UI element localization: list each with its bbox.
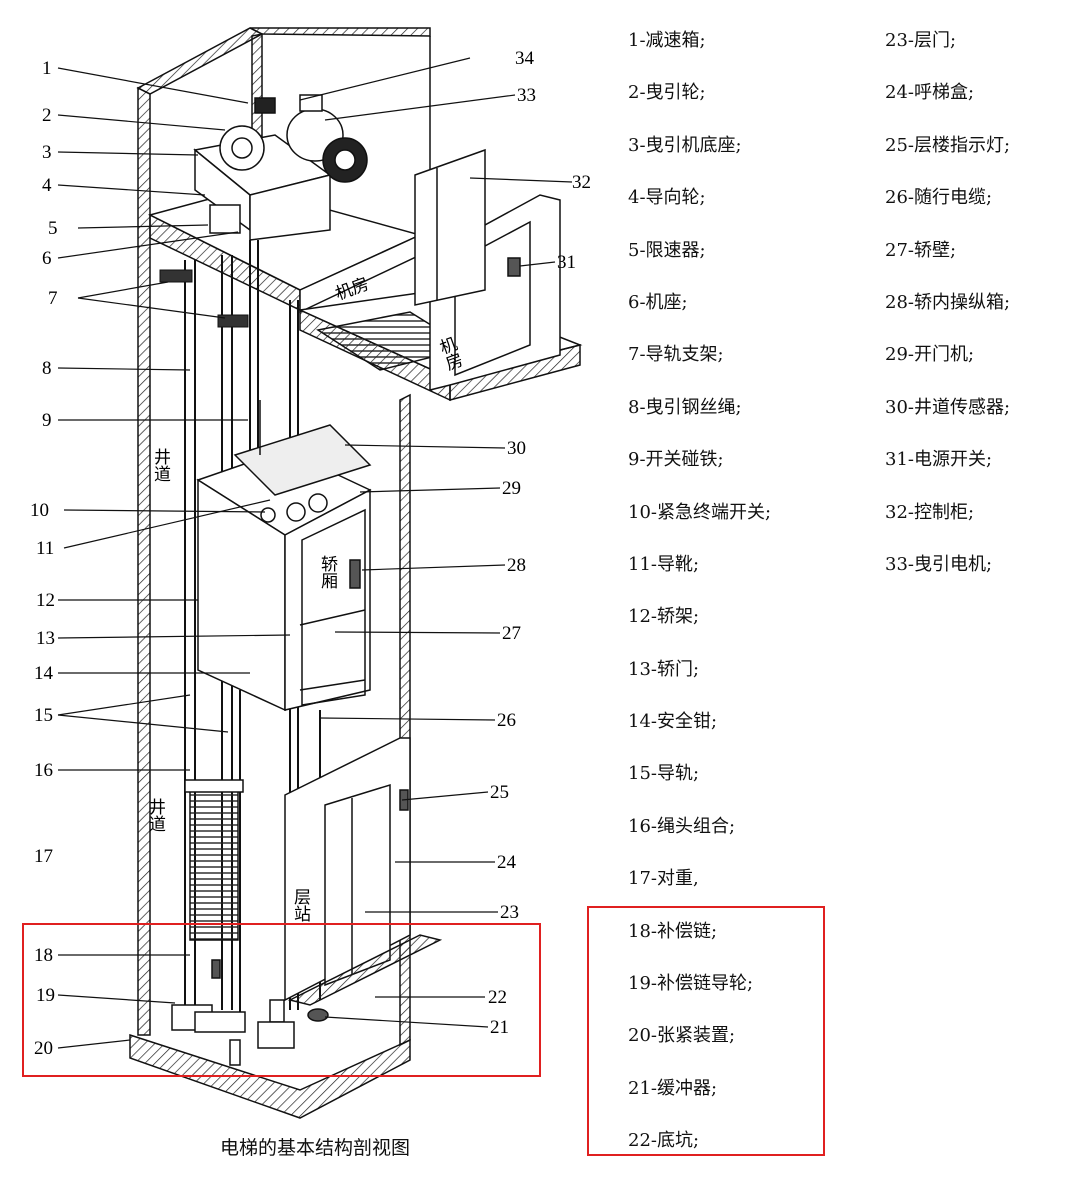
legend-item: 31-电源开关; [885, 449, 993, 471]
callout-29: 29 [502, 478, 521, 499]
callout-2: 2 [42, 105, 52, 126]
legend-item: 30-井道传感器; [885, 396, 1011, 418]
callout-17: 17 [34, 846, 53, 867]
legend-item: 26-随行电缆; [885, 187, 993, 209]
callout-22: 22 [488, 987, 507, 1008]
legend-item: 27-轿壁; [885, 239, 957, 261]
legend-item: 16-绳头组合; [628, 815, 736, 837]
legend-item: 17-对重, [628, 868, 699, 890]
legend-item: 9-开关碰铁; [628, 449, 724, 471]
label-shaft-lower: 井道 [145, 798, 166, 832]
landing-door [284, 737, 443, 1006]
pit-equipment [171, 959, 329, 1066]
legend-item: 1-减速箱; [628, 30, 706, 51]
callout-19: 19 [36, 985, 55, 1006]
callout-7: 7 [48, 288, 58, 309]
callout-28: 28 [507, 555, 526, 576]
callout-32: 32 [572, 172, 591, 193]
callout-14: 14 [34, 663, 54, 684]
legend-item: 5-限速器; [628, 239, 706, 261]
callout-16: 16 [34, 760, 53, 781]
legend-item: 14-安全钳; [628, 711, 718, 733]
callout-25: 25 [490, 782, 509, 803]
legend-item: 7-导轨支架; [628, 344, 724, 366]
callout-20: 20 [34, 1038, 53, 1059]
legend-item: 18-补偿链; [628, 920, 718, 942]
legend-item: 21-缓冲器; [628, 1077, 718, 1099]
diagram-caption: 电梯的基本结构剖视图 [219, 1137, 410, 1159]
callout-27: 27 [502, 623, 521, 644]
legend-item: 11-导靴; [628, 553, 700, 575]
label-car: 轿厢 [317, 555, 338, 589]
legend-item: 32-控制柜; [885, 501, 975, 523]
callout-30: 30 [507, 438, 526, 459]
label-landing: 层站 [290, 888, 311, 922]
callout-12: 12 [36, 590, 55, 611]
callout-1: 1 [42, 58, 52, 79]
legend-item: 6-机座; [628, 291, 688, 313]
callout-5: 5 [48, 218, 58, 239]
callout-15: 15 [34, 705, 53, 726]
elevator-cutaway-diagram: 机房 机房 井道 井道 轿厢 层站 [30, 27, 591, 1119]
callout-9: 9 [42, 410, 52, 431]
legend-item: 25-层楼指示灯; [885, 134, 1011, 156]
callout-31: 31 [557, 252, 576, 273]
callout-21: 21 [490, 1017, 509, 1038]
legend-item: 2-曳引轮; [628, 82, 706, 104]
legend-item: 8-曳引钢丝绳; [628, 396, 742, 418]
label-shaft-upper: 井道 [150, 448, 171, 482]
callout-13: 13 [36, 628, 55, 649]
leader-lines [57, 57, 573, 1049]
callout-10: 10 [30, 500, 49, 521]
legend-item: 24-呼梯盒; [885, 82, 975, 104]
legend-item: 23-层门; [885, 30, 957, 51]
legend-column-2: 23-层门; 24-呼梯盒; 25-层楼指示灯; 26-随行电缆; 27-轿壁;… [885, 28, 1010, 604]
callout-6: 6 [42, 248, 52, 269]
callout-18: 18 [34, 945, 53, 966]
legend-item: 22-底坑; [628, 1130, 700, 1152]
callout-4: 4 [42, 175, 52, 196]
legend-item: 12-轿架; [628, 606, 700, 628]
callout-33: 33 [517, 85, 536, 106]
callout-3: 3 [42, 142, 52, 163]
traction-machine [193, 94, 368, 241]
callout-24: 24 [497, 852, 517, 873]
highlight-box-legend [587, 906, 825, 1156]
legend-item: 15-导轨; [628, 763, 700, 785]
callout-8: 8 [42, 358, 52, 379]
legend-column-1: 1-减速箱; 2-曳引轮; 3-曳引机底座; 4-导向轮; 5-限速器; 6-机… [628, 28, 771, 1181]
legend-item: 29-开门机; [885, 344, 975, 366]
legend-item: 28-轿内操纵箱; [885, 291, 1011, 313]
legend-item: 20-张紧装置; [628, 1025, 736, 1047]
legend-item: 33-曳引电机; [885, 553, 993, 575]
counterweight [184, 779, 244, 941]
legend-item: 4-导向轮; [628, 187, 706, 209]
legend-item: 13-轿门; [628, 658, 700, 680]
legend-item: 10-紧急终端开关; [628, 501, 772, 523]
highlight-box-pit [22, 923, 541, 1077]
callout-26: 26 [497, 710, 516, 731]
legend-item: 3-曳引机底座; [628, 134, 742, 156]
callout-34: 34 [515, 48, 535, 69]
elevator-car [196, 400, 372, 712]
callout-23: 23 [500, 902, 519, 923]
legend-item: 19-补偿链导轮; [628, 973, 754, 995]
callout-11: 11 [36, 538, 54, 559]
